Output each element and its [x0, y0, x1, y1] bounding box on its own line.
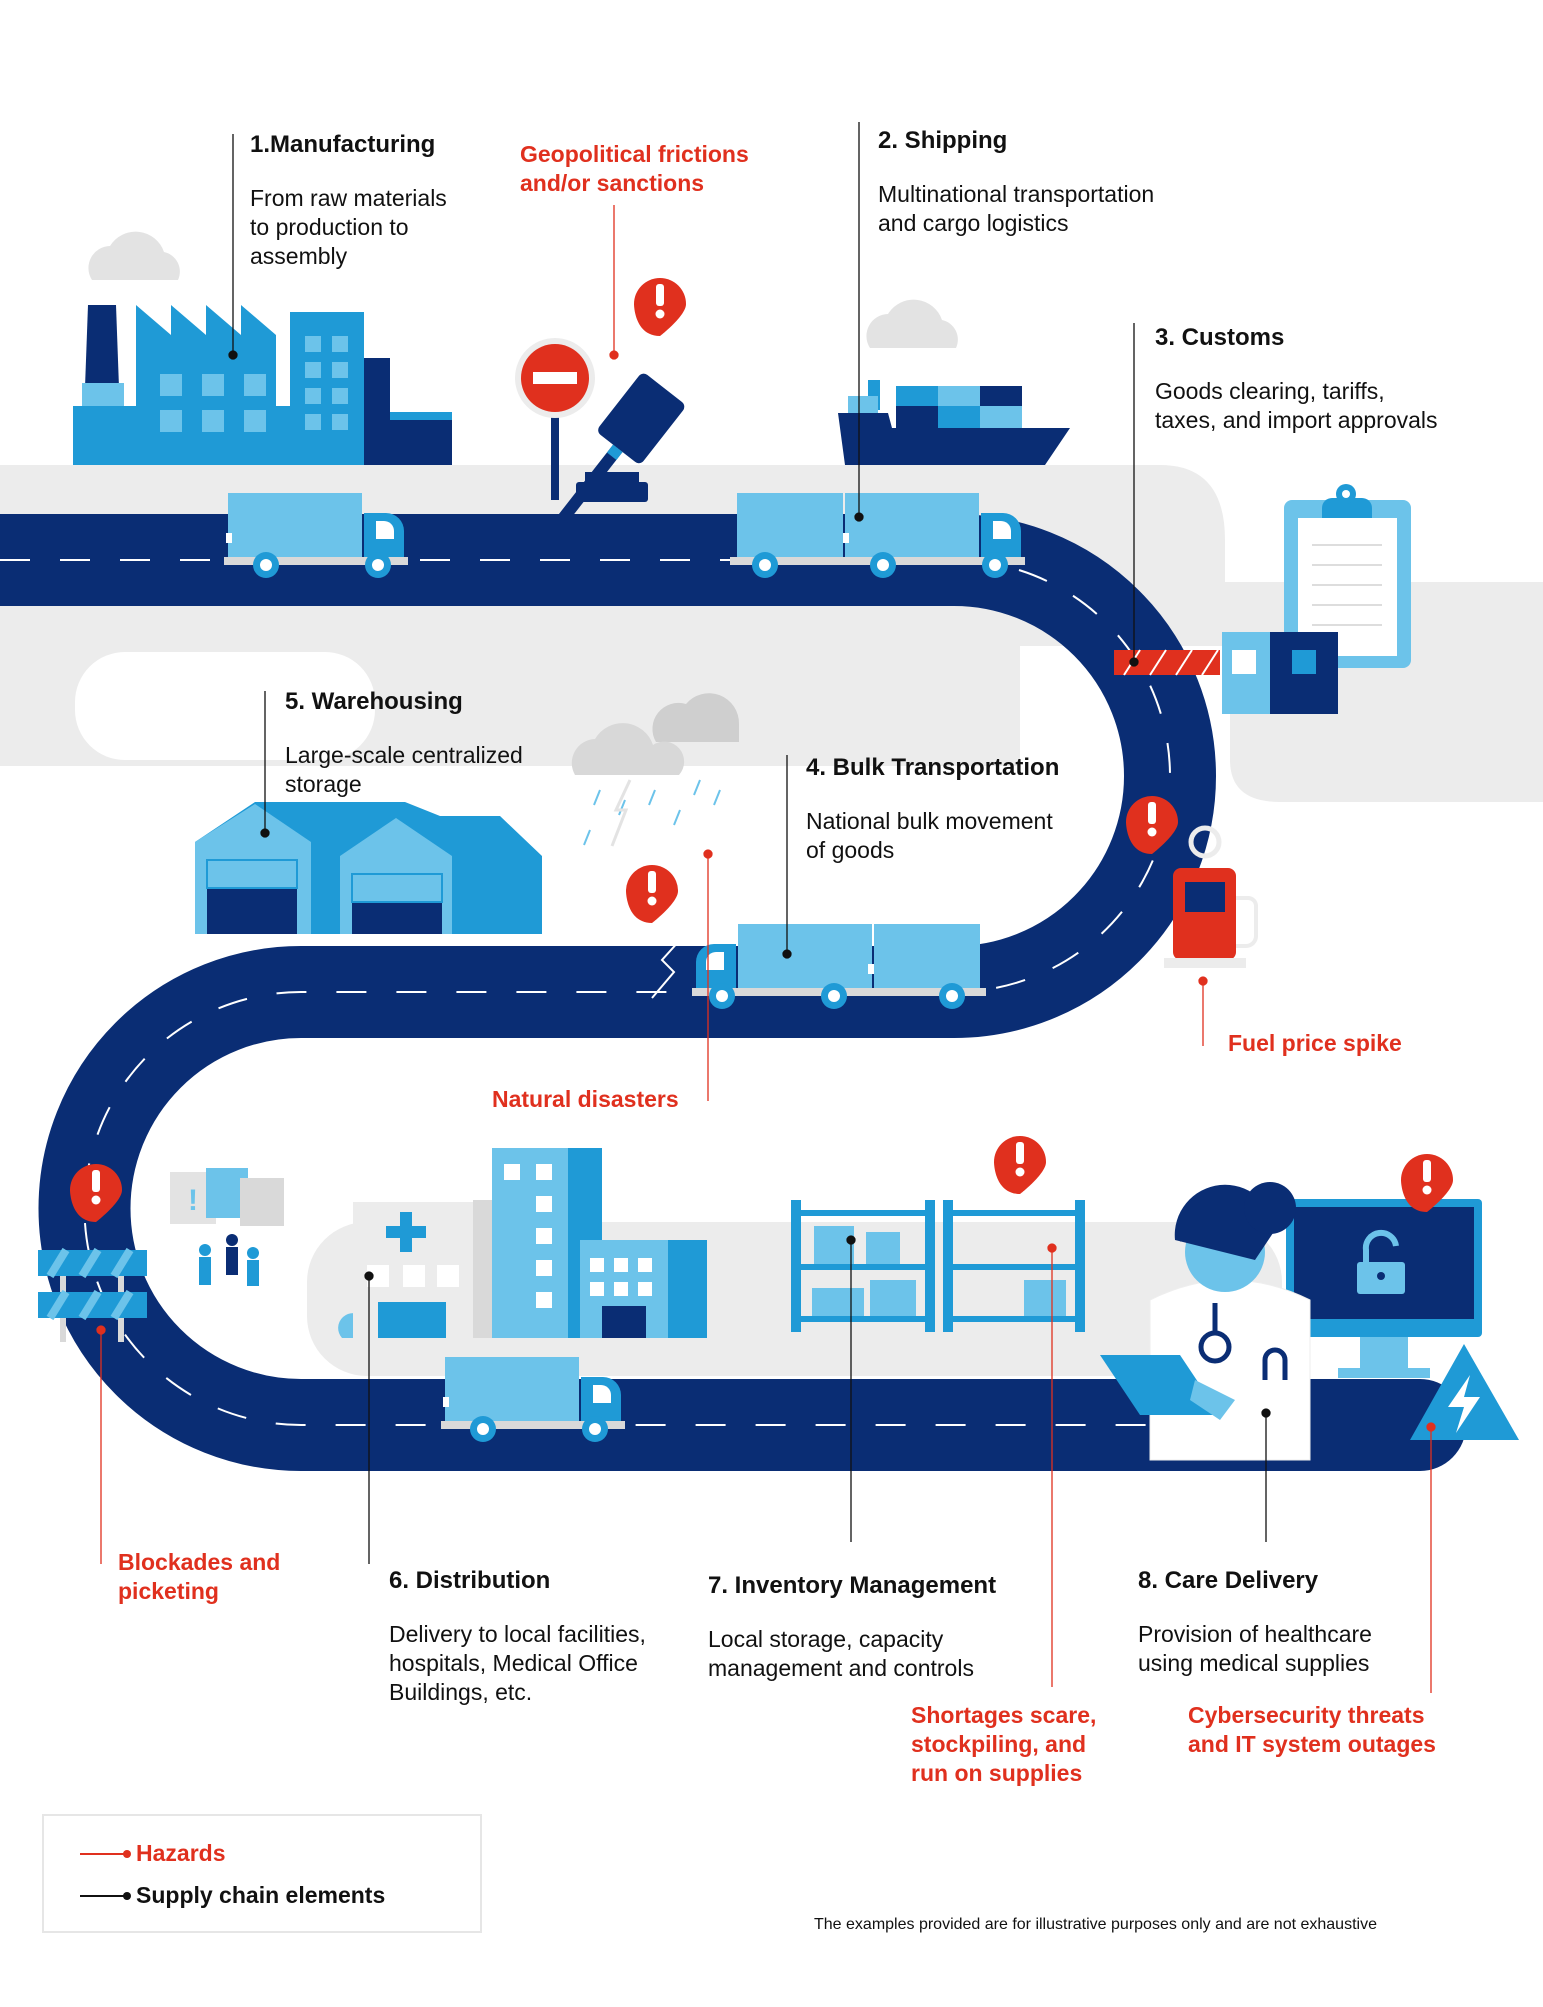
hospital-buildings-icon	[338, 1148, 707, 1338]
element-description: Provision of healthcare using medical su…	[1138, 1621, 1372, 1676]
storm-cloud-icon	[571, 693, 740, 999]
element-title: 2. Shipping	[878, 127, 1008, 154]
hazard-pin-icon	[634, 278, 686, 336]
element-inventory-management: 7. Inventory Management Local storage, c…	[708, 1553, 996, 1701]
element-title: 1.Manufacturing	[250, 131, 436, 158]
element-title: 5. Warehousing	[285, 688, 463, 715]
element-title: 4. Bulk Transportation	[806, 754, 1060, 781]
monitor-lock-icon	[1286, 1154, 1482, 1378]
element-manufacturing: 1.Manufacturing From raw materials to pr…	[250, 112, 447, 289]
element-description: Multinational transportation and cargo l…	[878, 181, 1155, 236]
hazard-geopolitical: Geopolitical frictions and/or sanctions	[520, 141, 749, 196]
element-title: 3. Customs	[1155, 324, 1285, 351]
element-description: National bulk movement of goods	[806, 808, 1053, 863]
element-description: Goods clearing, tariffs, taxes, and impo…	[1155, 378, 1438, 433]
hazard-natural-disasters: Natural disasters	[492, 1086, 679, 1112]
element-description: Local storage, capacity management and c…	[708, 1626, 974, 1681]
legend: Hazards Supply chain elements	[42, 1814, 482, 1933]
element-title: 6. Distribution	[389, 1567, 551, 1594]
double-truck-icon	[730, 493, 1025, 578]
hazard-shortages: Shortages scare, stockpiling, and run on…	[911, 1702, 1097, 1786]
black-line-icon	[80, 1891, 131, 1900]
bulk-truck-icon	[692, 924, 986, 1009]
hazard-cybersecurity: Cybersecurity threats and IT system outa…	[1188, 1702, 1436, 1757]
hazard-pin-icon	[994, 1136, 1046, 1194]
element-description: Delivery to local facilities, hospitals,…	[389, 1621, 646, 1705]
hazard-pin-icon	[626, 865, 678, 923]
element-care-delivery: 8. Care Delivery Provision of healthcare…	[1138, 1548, 1372, 1696]
element-shipping: 2. Shipping Multinational transportation…	[878, 108, 1154, 256]
footnote: The examples provided are for illustrati…	[814, 1916, 1377, 1933]
warehouse-icon	[195, 802, 542, 934]
element-title: 7. Inventory Management	[708, 1572, 997, 1599]
element-bulk-transportation: 4. Bulk Transportation National bulk mov…	[806, 735, 1059, 883]
protesters-icon: !	[170, 1168, 284, 1286]
hazard-leader-lines	[96, 205, 1436, 1693]
legend-hazards: Hazards	[44, 1840, 225, 1867]
factory-icon	[73, 231, 452, 465]
hazard-fuel-price: Fuel price spike	[1228, 1030, 1402, 1056]
warning-lightning-icon	[1410, 1344, 1519, 1440]
element-customs: 3. Customs Goods clearing, tariffs, taxe…	[1155, 305, 1438, 453]
hazard-blockades: Blockades and picketing	[118, 1549, 281, 1604]
legend-elements: Supply chain elements	[44, 1882, 385, 1909]
element-warehousing: 5. Warehousing Large-scale centralized s…	[285, 669, 523, 817]
cargo-ship-icon	[838, 299, 1070, 465]
sanctions-icon	[515, 278, 686, 523]
element-title: 8. Care Delivery	[1138, 1567, 1319, 1594]
blockade-barrier-icon	[38, 1164, 147, 1342]
inventory-shelves-icon	[791, 1136, 1085, 1332]
element-leader-lines	[228, 122, 1271, 1564]
svg-text:!: !	[188, 1184, 198, 1217]
element-distribution: 6. Distribution Delivery to local facili…	[389, 1548, 646, 1725]
element-description: Large-scale centralized storage	[285, 742, 523, 797]
customs-icon	[1114, 484, 1411, 714]
element-description: From raw materials to production to asse…	[250, 185, 447, 269]
legend-hazards-label: Hazards	[136, 1840, 226, 1866]
red-line-icon	[80, 1849, 131, 1858]
legend-elements-label: Supply chain elements	[136, 1882, 386, 1908]
fuel-pump-icon	[1126, 796, 1258, 968]
